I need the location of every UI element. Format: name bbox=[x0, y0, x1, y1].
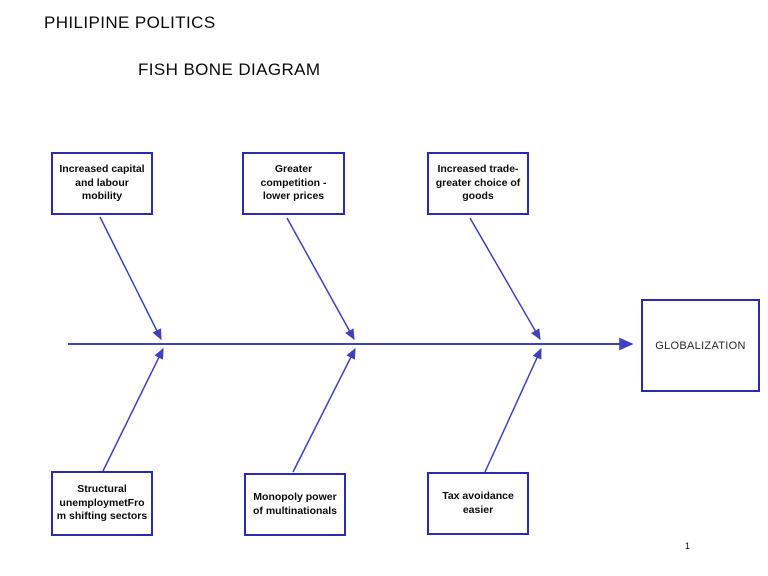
cause-label: Increased trade- greater choice of goods bbox=[435, 163, 521, 203]
cause-box-capital-mobility: Increased capital and labour mobility bbox=[51, 152, 153, 215]
cause-label: Monopoly power of multinationals bbox=[253, 491, 337, 517]
page-title: PHILIPINE POLITICS bbox=[44, 13, 216, 32]
cause-box-increased-trade: Increased trade- greater choice of goods bbox=[427, 152, 529, 215]
cause-label: Structural unemploymetFro m shifting sec… bbox=[56, 483, 148, 523]
cause-label: Greater competition - lower prices bbox=[260, 163, 327, 203]
cause-box-structural-unemployment: Structural unemploymetFro m shifting sec… bbox=[51, 471, 153, 536]
cause-box-monopoly-power: Monopoly power of multinationals bbox=[244, 473, 346, 536]
effect-box-globalization: GLOBALIZATION bbox=[641, 299, 760, 392]
cause-label: Tax avoidance easier bbox=[442, 490, 514, 516]
effect-label: GLOBALIZATION bbox=[655, 339, 746, 352]
cause-box-tax-avoidance: Tax avoidance easier bbox=[427, 472, 529, 535]
cause-label: Increased capital and labour mobility bbox=[59, 163, 145, 203]
bone-top-2-arrow bbox=[286, 217, 355, 341]
bone-top-3-arrow bbox=[469, 217, 541, 341]
bone-top-1-arrow bbox=[99, 216, 162, 341]
diagram-subtitle: FISH BONE DIAGRAM bbox=[138, 60, 321, 79]
bone-bottom-1-arrow bbox=[102, 347, 164, 472]
bone-bottom-3-arrow bbox=[484, 347, 542, 473]
cause-box-greater-competition: Greater competition - lower prices bbox=[242, 152, 345, 215]
page-number: 1 bbox=[685, 541, 691, 551]
bone-bottom-2-arrow bbox=[292, 347, 356, 473]
